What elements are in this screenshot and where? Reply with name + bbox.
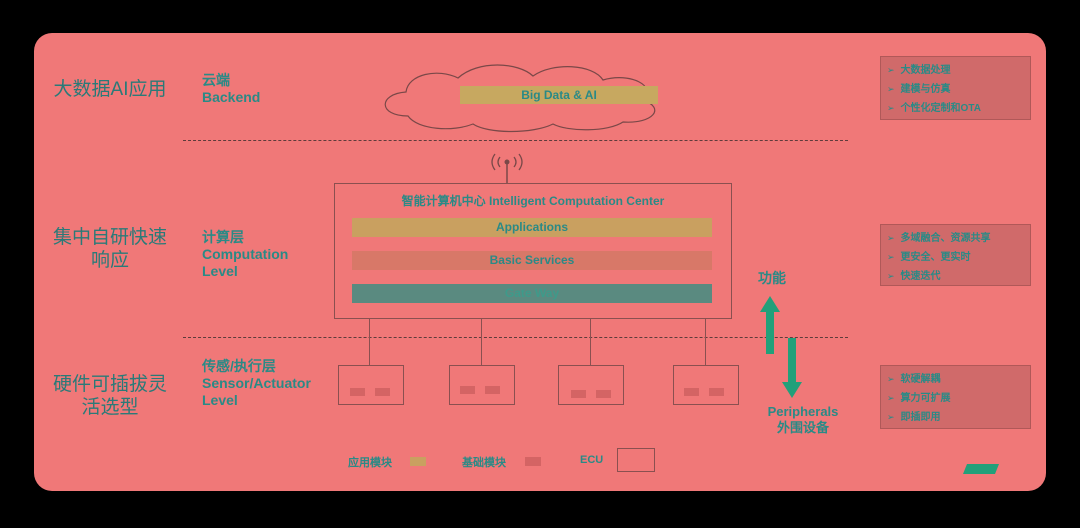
sensor-en: Sensor/Actuator Level [202,375,311,408]
chevron-right-icon: ➢ [887,412,895,422]
side-item: ➢算力可扩展 [887,393,951,404]
module-chip [460,386,475,394]
ecu-box-3 [558,365,624,405]
computation-label: 计算层 Computation Level [202,229,312,280]
applications-bar: Applications [352,218,712,237]
middle-left-label: 集中自研快速响应 [52,227,167,271]
peripherals-label: Peripherals 外围设备 [758,404,848,436]
legend-basic-module-label: 基础模块 [462,457,506,469]
peripherals-en: Peripherals [767,404,839,419]
gateway-bar: Gate Way [352,284,712,303]
legend-app-module-swatch [410,457,426,466]
module-chip [350,388,365,396]
side-panel-computation: ➢多域融合、资源共享 ➢更安全、更实时 ➢快速迭代 [880,224,1031,286]
side-item: ➢建模与仿真 [887,84,951,95]
computation-cn: 计算层 [202,229,244,245]
decorative-logo-mark [963,464,999,474]
connector-2 [481,318,482,365]
module-chip [709,388,724,396]
sensor-label: 传感/执行层 Sensor/Actuator Level [202,358,332,409]
ecu-box-1 [338,365,404,405]
legend-app-module-label: 应用模块 [348,457,392,469]
side-item: ➢软硬解耦 [887,374,941,385]
cloud-icon [384,64,656,133]
side-item: ➢快速迭代 [887,271,941,282]
computation-en: Computation Level [202,246,289,279]
ecu-box-4 [673,365,739,405]
center-title: 智能计算机中心 Intelligent Computation Center [401,194,665,208]
backend-en: Backend [202,89,261,105]
chevron-right-icon: ➢ [887,271,895,281]
intelligent-computation-center [334,183,732,319]
legend-ecu-label: ECU [580,454,604,466]
side-item: ➢多域融合、资源共享 [887,233,991,244]
peripherals-cn: 外围设备 [776,420,829,435]
side-panel-sensor: ➢软硬解耦 ➢算力可扩展 ➢即插即用 [880,365,1031,429]
sensor-cn: 传感/执行层 [202,358,276,374]
chevron-right-icon: ➢ [887,103,895,113]
chevron-right-icon: ➢ [887,65,895,75]
big-data-ai-bar: Big Data & AI [460,86,658,104]
legend-ecu-swatch [617,448,655,472]
connector-3 [590,318,591,365]
connector-4 [705,318,706,365]
ecu-box-2 [449,365,515,405]
module-chip [596,390,611,398]
legend-basic-module-swatch [525,457,541,466]
module-chip [485,386,500,394]
top-left-label: 大数据AI应用 [53,79,167,100]
side-item: ➢大数据处理 [887,65,951,76]
backend-label: 云端 Backend [202,72,260,106]
side-item: ➢更安全、更实时 [887,252,971,263]
basic-services-bar: Basic Services [352,251,712,270]
module-chip [571,390,586,398]
side-item: ➢个性化定制和OTA [887,103,981,114]
separator-top [183,140,848,141]
chevron-right-icon: ➢ [887,393,895,403]
antenna-icon [491,153,523,183]
connector-1 [369,318,370,365]
side-item: ➢即插即用 [887,412,941,423]
backend-cn: 云端 [202,72,230,88]
chevron-right-icon: ➢ [887,374,895,384]
separator-bottom [183,337,848,338]
side-panel-backend: ➢大数据处理 ➢建模与仿真 ➢个性化定制和OTA [880,56,1031,120]
function-label: 功能 [758,270,786,286]
module-chip [684,388,699,396]
chevron-right-icon: ➢ [887,84,895,94]
module-chip [375,388,390,396]
up-down-arrows-icon [760,296,802,398]
chevron-right-icon: ➢ [887,233,895,243]
bottom-left-label: 硬件可插拔灵活选型 [52,374,167,418]
chevron-right-icon: ➢ [887,252,895,262]
